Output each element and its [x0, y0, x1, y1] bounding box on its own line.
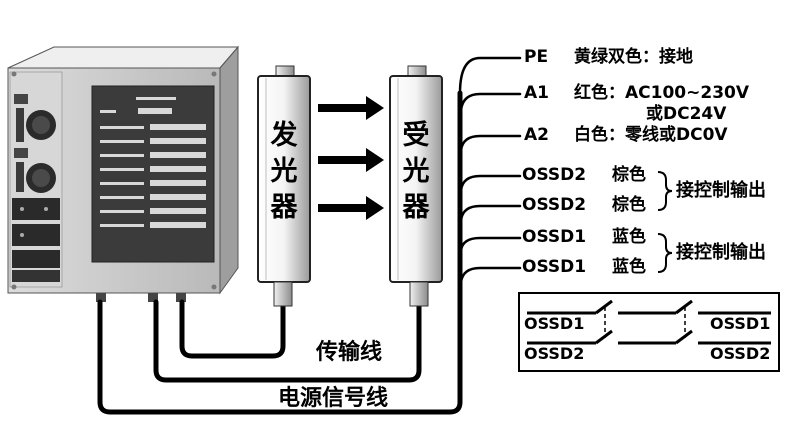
emitter-label-char: 光	[270, 156, 298, 187]
beam-arrows	[318, 96, 384, 220]
transmission-cable-label: 传输线	[316, 340, 383, 365]
wire-ossd1-color: 蓝色	[612, 257, 646, 277]
switch-label-right-bottom: OSSD2	[710, 344, 771, 363]
wire-ossd1-color: 蓝色	[612, 227, 646, 247]
switch-diagram	[518, 292, 780, 372]
receiver-label-char: 光	[402, 156, 430, 187]
receiver-label-char: 受	[402, 120, 430, 151]
emitter-label-char: 器	[270, 192, 298, 223]
controller-box	[7, 45, 240, 302]
brace-icons	[657, 171, 673, 273]
emitter-label: 发 光 器	[262, 118, 306, 226]
receiver-label-char: 器	[402, 192, 430, 223]
wire-a1-terminal: A1	[524, 83, 549, 103]
emitter-unit	[257, 65, 311, 307]
wire-pe-color: 黄绿双色：接地	[574, 47, 693, 67]
arrow-right-icon	[318, 148, 384, 172]
power-signal-cable-label: 电源信号线	[278, 386, 389, 411]
switch-label-left-top: OSSD1	[524, 314, 585, 333]
wire-a2-color: 白色：零线或DC0V	[574, 125, 728, 145]
wire-ossd2-terminal: OSSD2	[522, 165, 587, 185]
emitter-cable	[153, 299, 422, 383]
knob-icon	[14, 94, 56, 142]
switch-label-right-top: OSSD1	[710, 314, 771, 333]
receiver-unit	[389, 65, 443, 307]
wire-ossd1-terminal: OSSD1	[522, 257, 587, 277]
wire-ossd1-terminal: OSSD1	[522, 227, 587, 247]
wire-ossd2-terminal: OSSD2	[522, 195, 587, 215]
wire-ossd2-color: 棕色	[612, 195, 646, 215]
wire-a1-color: 红色：AC100~230V	[574, 83, 750, 103]
panel-text-lines	[100, 97, 206, 228]
wire-a1-color-alt: 或DC24V	[646, 104, 727, 124]
knob-icon	[14, 148, 56, 193]
wire-pe-terminal: PE	[524, 47, 549, 67]
emitter-label-char: 发	[270, 120, 298, 151]
control-output-label: 接控制输出	[676, 242, 766, 263]
transmission-cable	[179, 299, 286, 359]
power-signal-cable	[97, 90, 463, 415]
control-output-label: 接控制输出	[676, 180, 766, 201]
arrow-right-icon	[318, 196, 384, 220]
wire-ossd2-color: 棕色	[612, 165, 646, 185]
cables	[97, 56, 522, 415]
receiver-label: 受 光 器	[394, 118, 438, 226]
arrow-right-icon	[318, 96, 384, 120]
switch-label-left-bottom: OSSD2	[524, 344, 585, 363]
wire-a2-terminal: A2	[524, 125, 549, 145]
